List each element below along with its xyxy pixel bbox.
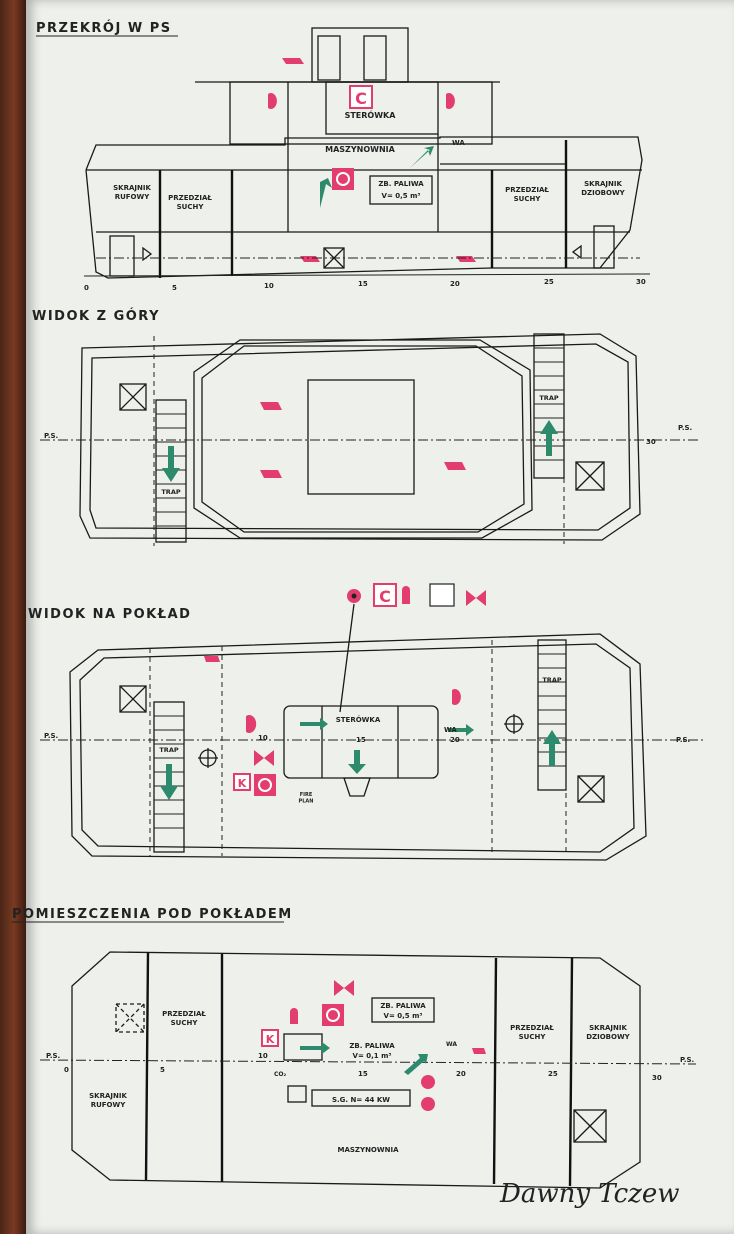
wa-4: WA xyxy=(446,1041,457,1048)
label-co2: CO₂ xyxy=(274,1071,287,1078)
trap-arrow-icon-deck-right xyxy=(543,730,561,766)
svg-text:20: 20 xyxy=(456,1070,466,1078)
extinguisher-icon-3 xyxy=(402,586,410,604)
label-zb-vol-1: V= 0,5 m³ xyxy=(382,192,421,200)
alarm-bell-icons-3 xyxy=(246,688,461,733)
escape-arrow-icon-1 xyxy=(320,178,332,208)
label-zb-paliwa-4a: ZB. PALIWA xyxy=(380,1002,426,1010)
label-zb-vol-4b: V= 0,1 m³ xyxy=(353,1052,392,1060)
fire-c-icon xyxy=(349,85,373,109)
pump-icon-4b xyxy=(421,1097,435,1111)
title-widok-z-gory: WIDOK Z GÓRY xyxy=(32,308,160,324)
lifebuoy-icon-4 xyxy=(322,1004,344,1026)
c-sign-1: C xyxy=(355,89,367,108)
extinguisher-icon-4 xyxy=(290,1008,298,1024)
svg-text:25: 25 xyxy=(544,278,554,286)
svg-text:0: 0 xyxy=(64,1066,69,1074)
svg-text:0: 0 xyxy=(84,284,89,292)
label-zb-paliwa-1: ZB. PALIWA xyxy=(378,180,424,188)
trap-arrow-icon-top-right xyxy=(540,420,558,456)
lifebuoy-icon-3 xyxy=(254,774,276,796)
n15-3: 15 xyxy=(356,736,366,744)
exit-arrow-icon-4b xyxy=(404,1054,428,1075)
valve-icon-4 xyxy=(334,980,354,996)
pump-icon-4a xyxy=(421,1075,435,1089)
fire-plan-box-icon xyxy=(429,583,455,607)
label-maszynownia-4: MASZYNOWNIA xyxy=(338,1146,400,1154)
hydrant-icon-3 xyxy=(204,656,220,662)
svg-text:5: 5 xyxy=(172,284,177,292)
title-pomieszczenia: POMIESZCZENIA POD POKŁADEM xyxy=(12,907,293,922)
hydrant-icon-4 xyxy=(472,1048,486,1054)
label-sterowka-1: STERÓWKA xyxy=(345,109,397,120)
hydrant-icons-2 xyxy=(260,402,466,478)
deck-view: C STERÓWKA 10 15 20 WA TRAP TRAP xyxy=(40,583,706,861)
k-sign-4: K xyxy=(266,1033,275,1046)
ps-left-3: P.S. xyxy=(44,732,58,740)
trap-label-deck-left: TRAP xyxy=(159,746,178,754)
label-zb-vol-4a: V= 0,5 m³ xyxy=(384,1012,423,1020)
svg-text:25: 25 xyxy=(548,1070,558,1078)
c-sign-3: C xyxy=(379,587,391,606)
valve-icon-3b xyxy=(254,750,274,766)
escape-arrow-icon-2 xyxy=(410,146,434,168)
scale-1: 0 5 10 15 20 25 30 xyxy=(84,278,646,292)
label-maszynownia-1: MASZYNOWNIA xyxy=(325,145,396,154)
n10-3: 10 xyxy=(258,734,268,742)
ps-right-2: P.S. xyxy=(678,424,692,432)
frame-30: 30 xyxy=(646,438,656,446)
top-view: TRAP TRAP P.S. P.S. 30 xyxy=(40,333,700,546)
svg-text:20: 20 xyxy=(450,280,460,288)
watermark: Dawny Tczew xyxy=(499,1179,680,1209)
exit-arrow-icon-3a xyxy=(300,718,328,730)
hydrant-icons-1b xyxy=(300,256,476,262)
svg-text:10: 10 xyxy=(264,282,274,290)
svg-text:15: 15 xyxy=(358,1070,368,1078)
trap-arrow-icon-deck-left xyxy=(160,764,178,800)
wa-3: WA xyxy=(444,726,457,734)
exit-arrow-icon-3b xyxy=(448,724,474,736)
label-sg: S.G. N= 44 KW xyxy=(332,1096,390,1104)
svg-text:30: 30 xyxy=(636,278,646,286)
ps-right-4: P.S. xyxy=(680,1056,694,1064)
trap-arrow-icon-top-left xyxy=(162,446,180,482)
n20-3: 20 xyxy=(450,736,460,744)
svg-text:30: 30 xyxy=(652,1074,662,1082)
title-widok-na-poklad: WIDOK NA POKŁAD xyxy=(28,607,191,622)
trap-label-deck-right: TRAP xyxy=(542,676,561,684)
ps-right-3: P.S. xyxy=(676,736,690,744)
title-przekroj: PRZEKRÓJ W PS xyxy=(36,20,172,36)
svg-text:10: 10 xyxy=(258,1052,268,1060)
trap-label-top-right: TRAP xyxy=(539,394,558,402)
ps-left-4: P.S. xyxy=(46,1052,60,1060)
trap-label-top-left: TRAP xyxy=(161,488,180,496)
label-wa-1: WA xyxy=(452,139,465,147)
hydrant-icon-1 xyxy=(282,58,304,64)
exit-arrow-icon-3c xyxy=(348,750,366,774)
ps-left-2: P.S. xyxy=(44,432,58,440)
svg-text:15: 15 xyxy=(358,280,368,288)
label-sterowka-3: STERÓWKA xyxy=(336,715,381,724)
svg-text:5: 5 xyxy=(160,1066,165,1074)
k-sign-3: K xyxy=(238,777,247,790)
fire-c-icon-3 xyxy=(373,583,397,607)
scale-4: 0 5 10 15 20 25 30 xyxy=(64,1052,662,1082)
exit-arrow-icon-4a xyxy=(300,1042,330,1054)
label-zb-paliwa-4b: ZB. PALIWA xyxy=(349,1042,395,1050)
valve-icon-3 xyxy=(466,590,486,606)
lifebuoy-icon-1 xyxy=(332,168,354,190)
